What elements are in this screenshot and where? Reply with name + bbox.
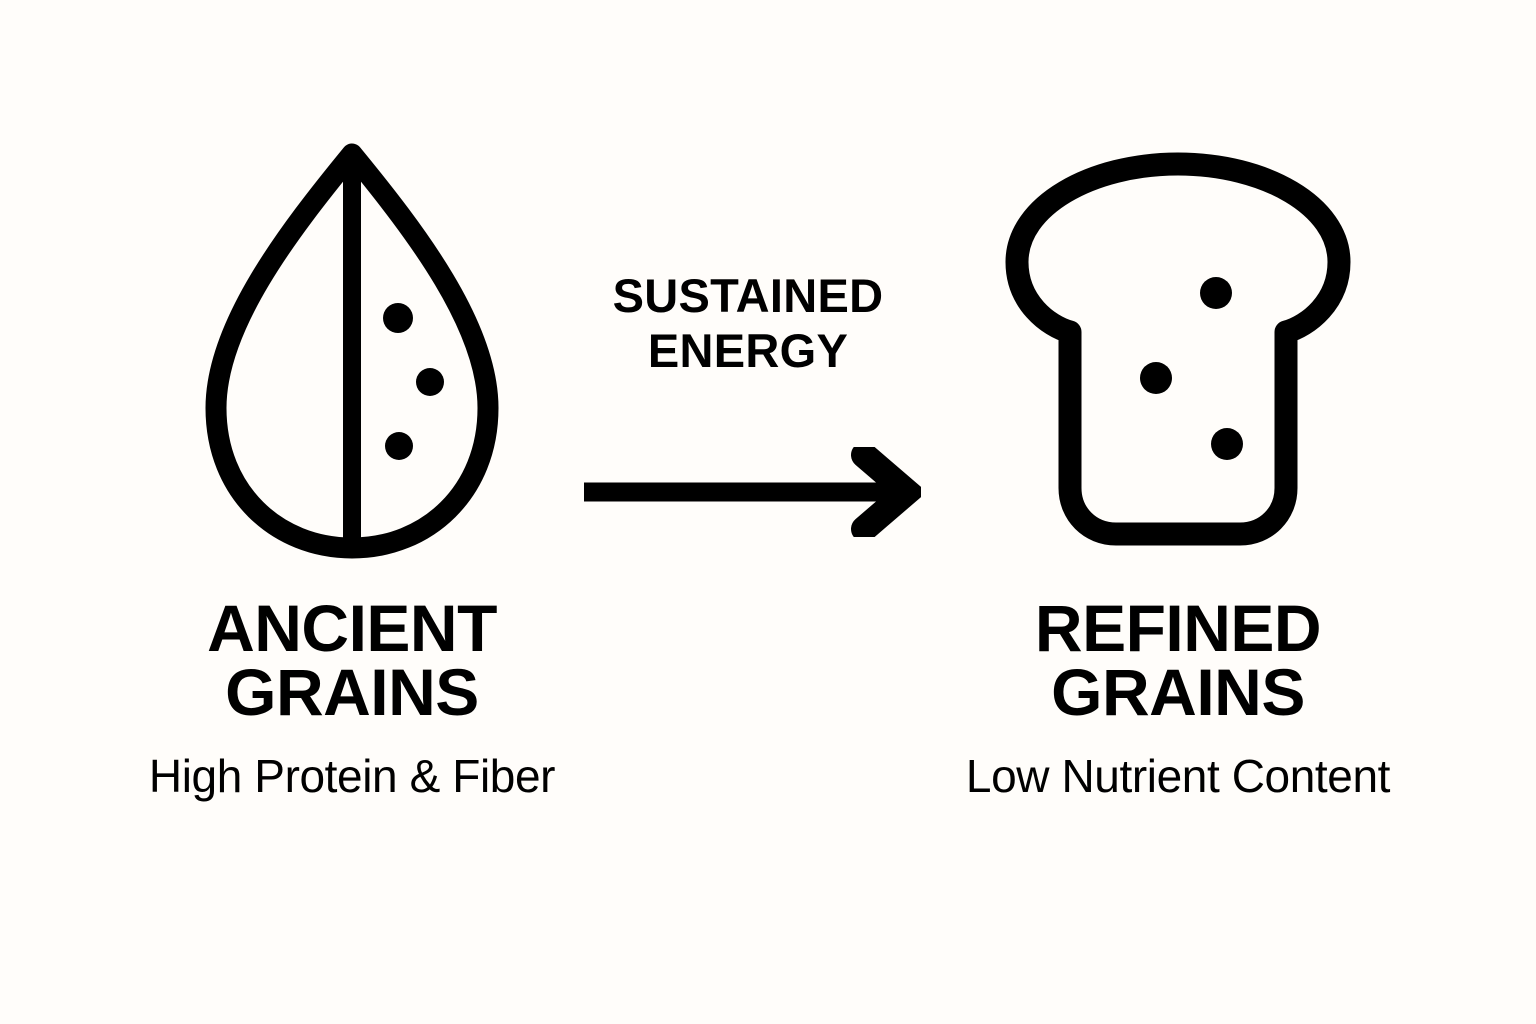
panel-title-refined-grains: REFINED GRAINS	[1034, 591, 1322, 730]
right-arrow-icon	[576, 446, 921, 537]
panel-title-ancient-grains: ANCIENT GRAINS	[207, 591, 497, 730]
connector-label-sustained-energy: SUSTAINED ENERGY	[612, 269, 884, 378]
bread-slice-icon	[968, 140, 1388, 560]
panel-subtitle-refined-grains: Low Nutrient Content	[965, 750, 1391, 803]
connector-group: SUSTAINED ENERGY	[488, 268, 1008, 537]
refined-grains-panel: REFINED GRAINS Low Nutrient Content	[868, 140, 1488, 800]
panel-subtitle-ancient-grains: High Protein & Fiber	[148, 750, 556, 803]
ancient-grains-panel: ANCIENT GRAINS High Protein & Fiber	[42, 140, 662, 800]
grain-seed-icon	[142, 140, 562, 560]
